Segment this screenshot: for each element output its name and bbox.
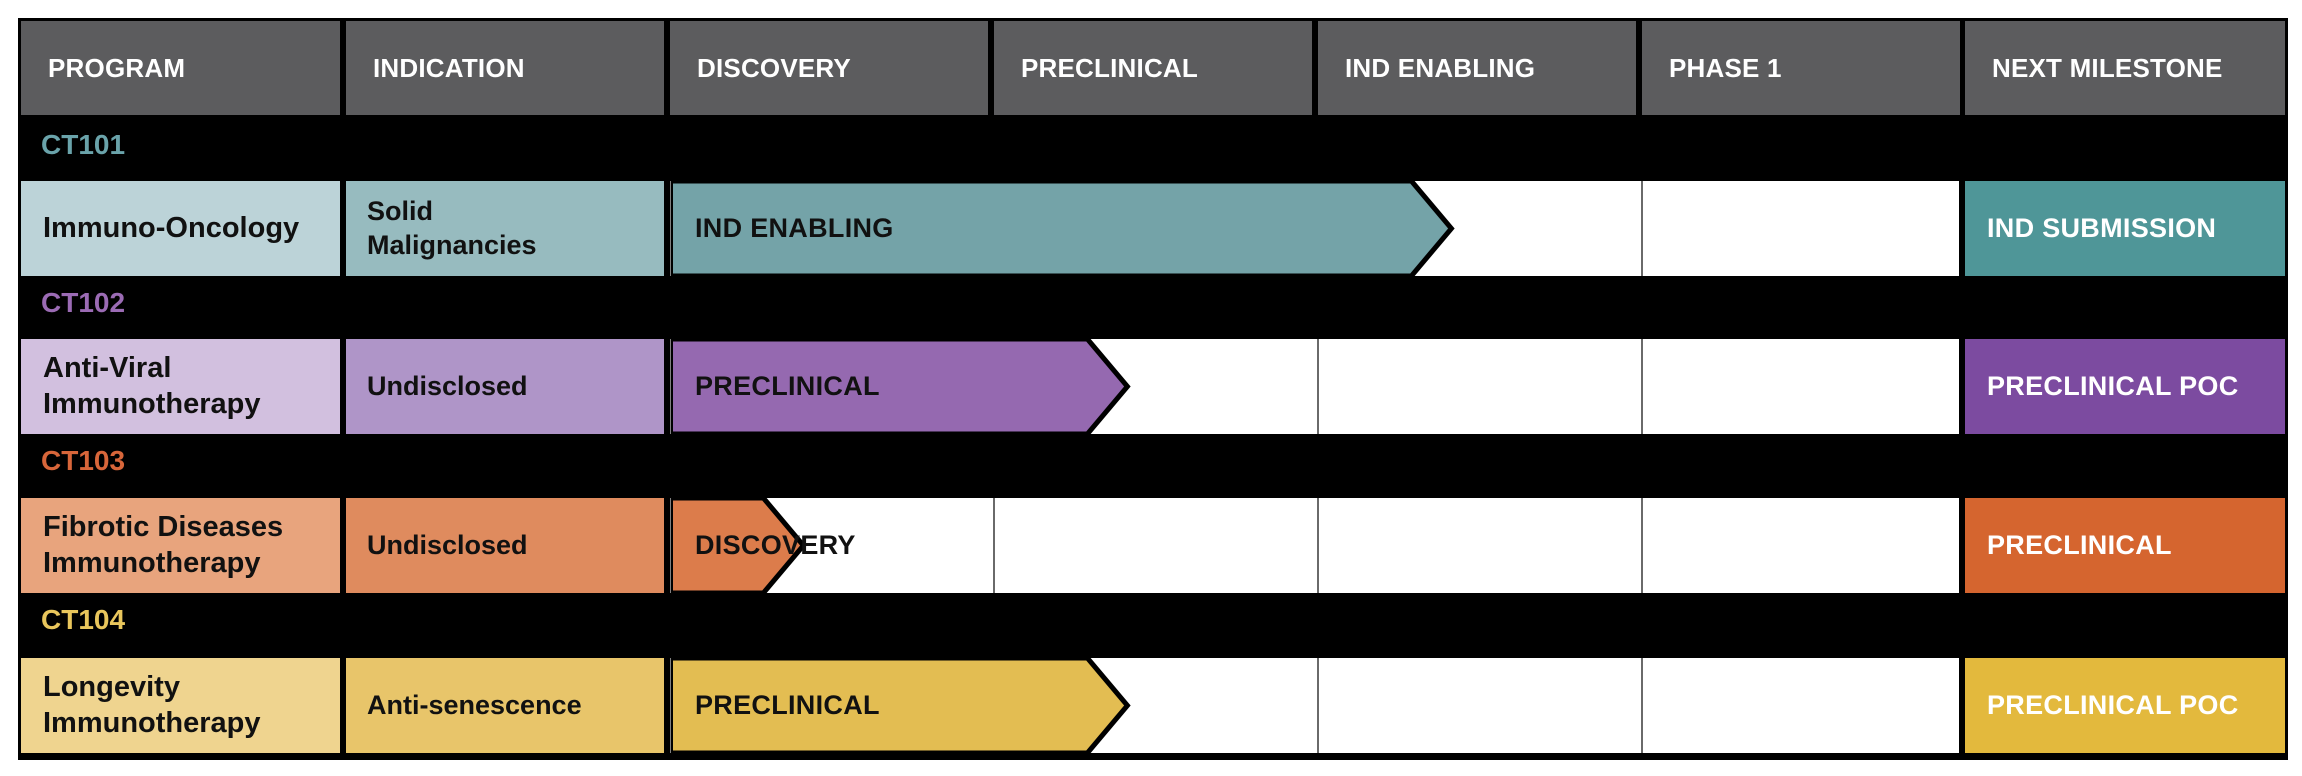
indication-line: Solid <box>367 195 433 226</box>
column-header: PROGRAM <box>21 21 340 115</box>
column-header: PRECLINICAL <box>994 21 1312 115</box>
stage-label: PRECLINICAL <box>695 371 880 401</box>
progress-arrow <box>670 336 1131 437</box>
program-name-line: Anti-Viral <box>43 352 172 385</box>
indication-cell: Anti-senescence <box>346 658 664 753</box>
program-code: CT104 <box>41 604 126 635</box>
indication-line: Malignancies <box>367 229 537 260</box>
program-name-line: Fibrotic Diseases <box>43 511 284 544</box>
column-header: DISCOVERY <box>670 21 988 115</box>
program-code: CT102 <box>41 287 126 318</box>
program-name-line: Immunotherapy <box>43 546 261 579</box>
indication-line: Undisclosed <box>367 370 528 401</box>
next-milestone-cell: PRECLINICAL POC <box>1965 658 2285 753</box>
program-name-line: Immunotherapy <box>43 387 261 420</box>
indication-text: Undisclosed <box>367 529 528 563</box>
program-code: CT103 <box>41 445 126 476</box>
phase-track <box>670 498 1959 593</box>
indication-text: Anti-senescence <box>367 689 582 723</box>
program-name-line: Immunotherapy <box>43 706 261 739</box>
next-milestone-cell: IND SUBMISSION <box>1965 181 2285 276</box>
indication-text: Undisclosed <box>367 370 528 404</box>
indication-cell: Undisclosed <box>346 339 664 434</box>
phase-divider <box>1641 658 1643 753</box>
column-header: INDICATION <box>346 21 664 115</box>
program-name-cell: Immuno-Oncology <box>21 181 340 276</box>
indication-cell: Undisclosed <box>346 498 664 593</box>
phase-divider <box>1317 498 1319 593</box>
stage-label: IND ENABLING <box>695 213 894 243</box>
stage-label: PRECLINICAL <box>695 690 880 720</box>
phase-divider <box>1317 658 1319 753</box>
phase-divider <box>1317 339 1319 434</box>
phase-divider <box>1641 181 1643 276</box>
stage-label: DISCOVERY <box>695 530 856 560</box>
progress-arrow <box>670 655 1131 756</box>
phase-divider <box>1641 339 1643 434</box>
indication-line: Anti-senescence <box>367 689 582 720</box>
program-name-line: Immuno-Oncology <box>43 211 300 244</box>
next-milestone-cell: PRECLINICAL <box>1965 498 2285 593</box>
next-milestone-cell: PRECLINICAL POC <box>1965 339 2285 434</box>
program-name-line: Longevity <box>43 671 180 704</box>
program-code: CT101 <box>41 129 126 160</box>
column-header: IND ENABLING <box>1318 21 1636 115</box>
program-name: Immuno-Oncology <box>43 211 299 246</box>
progress-arrow <box>670 178 1455 279</box>
progress-arrow <box>670 495 807 596</box>
phase-divider <box>993 498 995 593</box>
phase-divider <box>1641 498 1643 593</box>
column-header: NEXT MILESTONE <box>1965 21 2285 115</box>
column-header: PHASE 1 <box>1642 21 1960 115</box>
indication-line: Undisclosed <box>367 529 528 560</box>
